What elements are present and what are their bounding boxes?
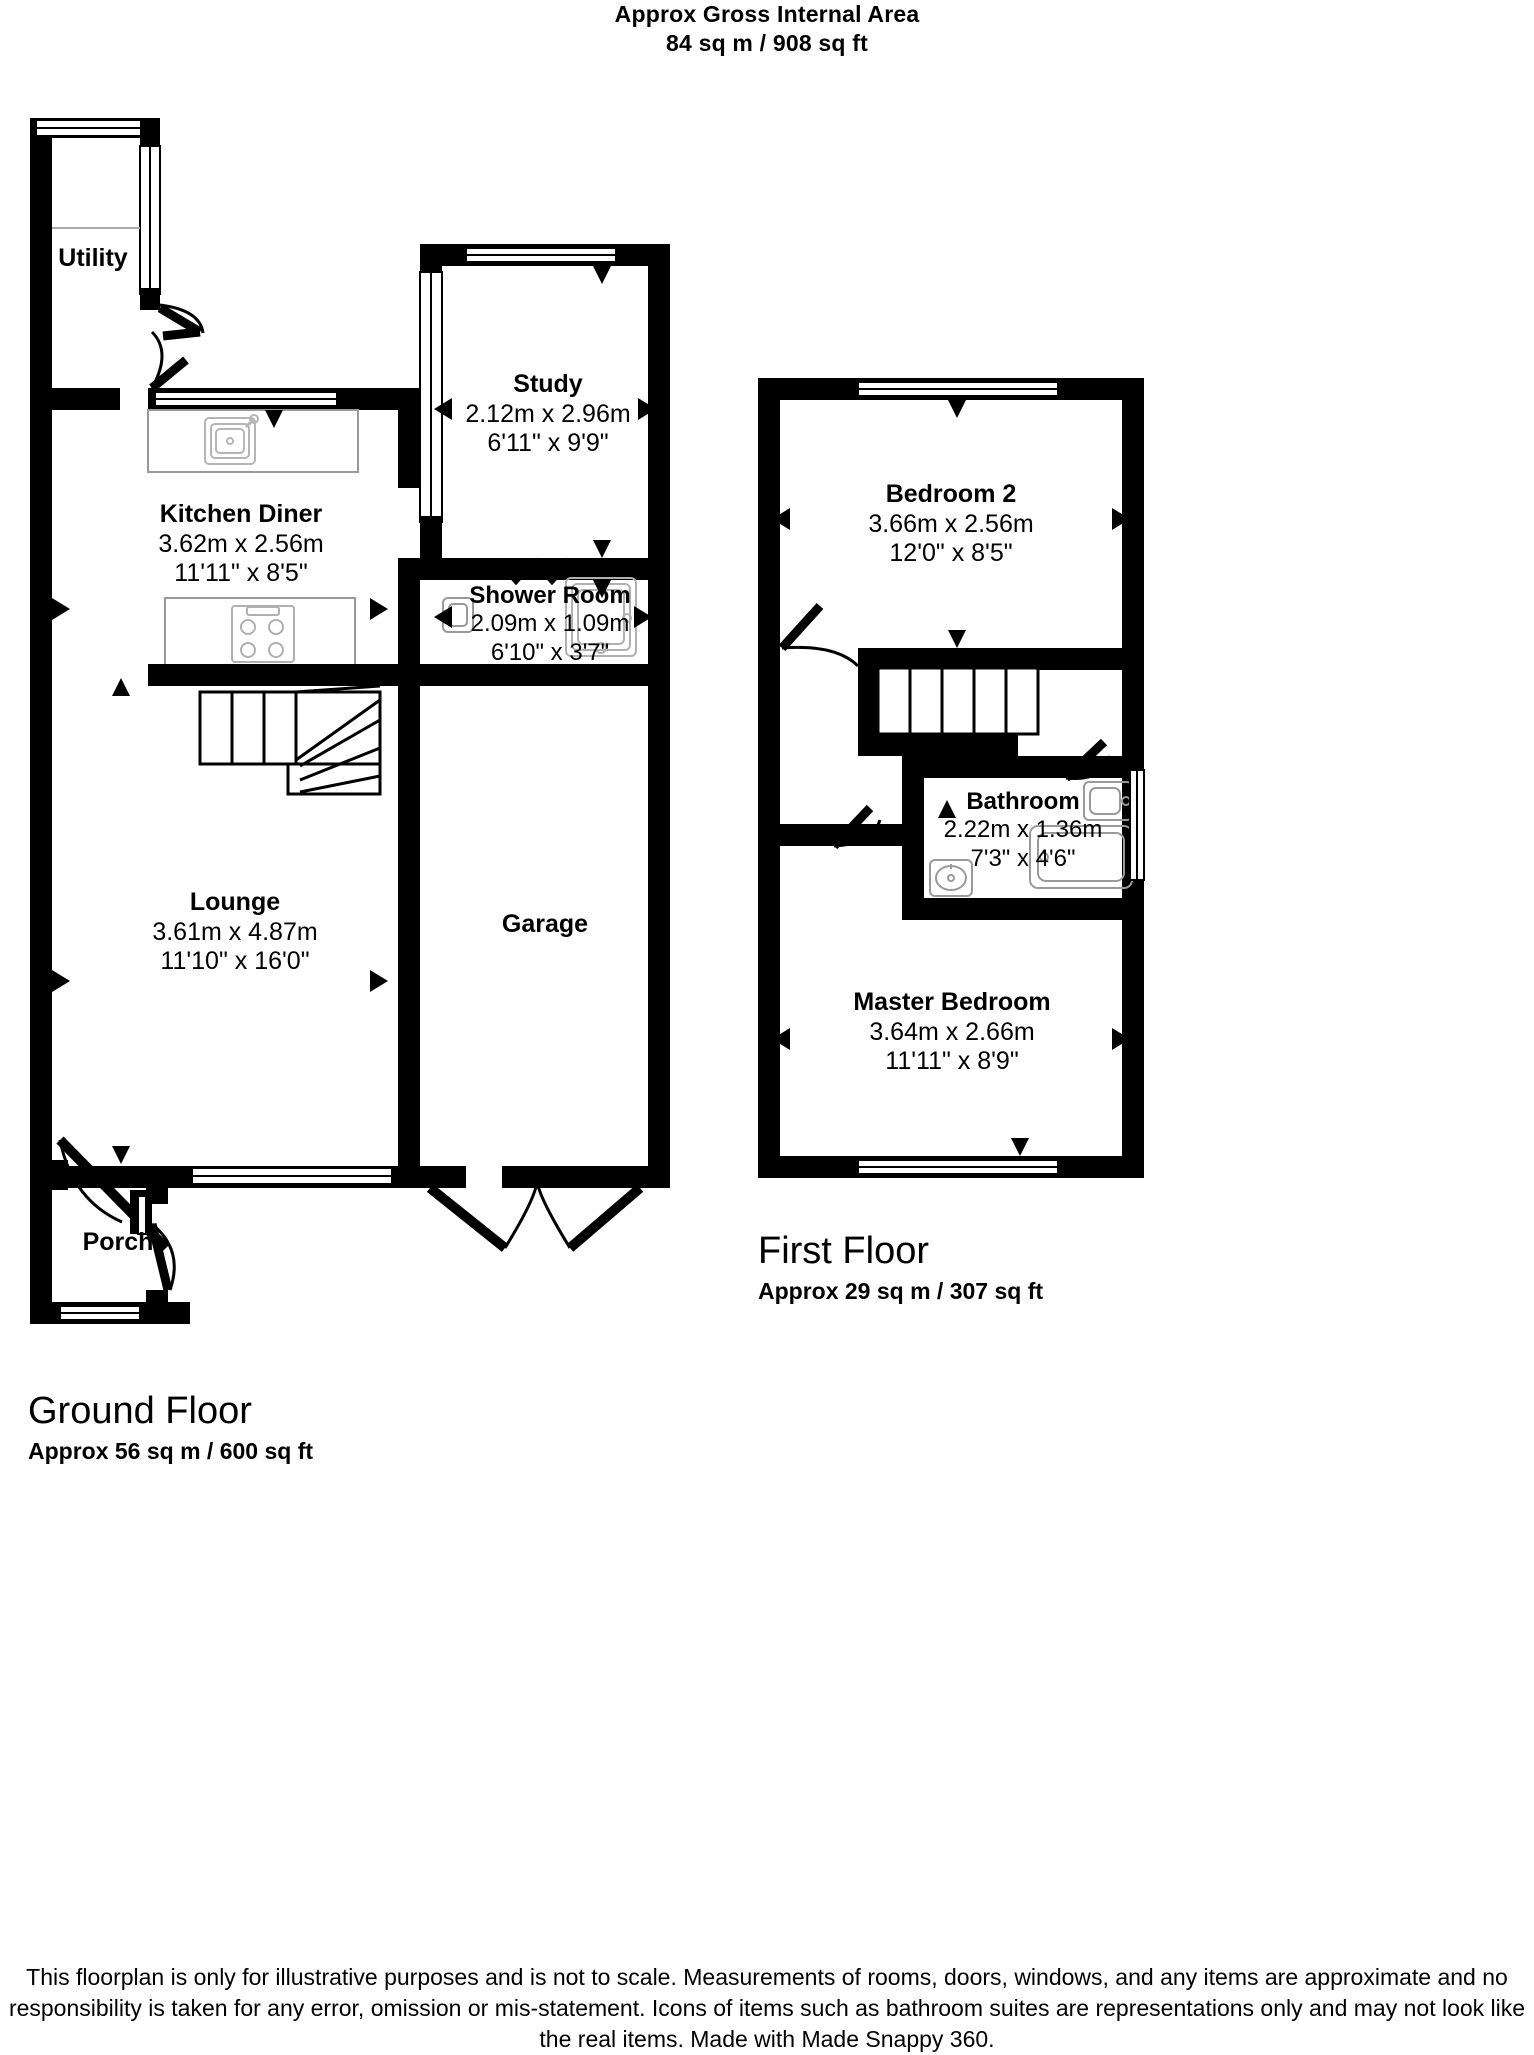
first-floor-title: First Floor [758, 1230, 929, 1272]
room-label-bedroom-2: Bedroom 2 3.66m x 2.56m 12'0" x 8'5" [810, 480, 1092, 569]
ground-floor-area: Approx 56 sq m / 600 sq ft [28, 1438, 314, 1464]
header-area: 84 sq m / 908 sq ft [666, 30, 868, 56]
room-imperial-master-bedroom: 11'11" x 8'9" [885, 1047, 1019, 1075]
room-metric-study: 2.12m x 2.96m [465, 399, 631, 428]
room-metric-master-bedroom: 3.64m x 2.66m [869, 1017, 1035, 1046]
room-metric-kitchen-diner: 3.62m x 2.56m [158, 529, 324, 558]
room-imperial-lounge: 11'10" x 16'0" [160, 947, 310, 975]
ground-stairs [198, 684, 382, 796]
room-label-kitchen-diner: Kitchen Diner 3.62m x 2.56m 11'11" x 8'5… [96, 500, 386, 589]
plan-header: Approx Gross Internal Area 84 sq m / 908… [0, 0, 1534, 58]
room-name-bathroom: Bathroom [966, 788, 1080, 815]
room-name-garage: Garage [501, 910, 589, 938]
room-label-lounge: Lounge 3.61m x 4.87m 11'10" x 16'0" [90, 888, 380, 977]
room-metric-bedroom-2: 3.66m x 2.56m [868, 509, 1034, 538]
room-label-study: Study 2.12m x 2.96m 6'11" x 9'9" [416, 370, 680, 459]
room-name-study: Study [513, 370, 583, 398]
room-imperial-study: 6'11" x 9'9" [487, 429, 609, 457]
first-floor-group [758, 378, 1145, 1178]
room-label-shower-room: Shower Room 2.09m x 1.09m 6'10" x 3'7" [420, 582, 680, 667]
room-imperial-bedroom-2: 12'0" x 8'5" [889, 539, 1013, 567]
room-name-porch: Porch [82, 1228, 154, 1256]
room-label-porch: Porch [0, 1228, 236, 1258]
room-imperial-kitchen-diner: 11'11" x 8'5" [174, 559, 308, 587]
room-imperial-bathroom: 7'3" x 4'6" [970, 844, 1076, 872]
room-imperial-shower-room: 6'10" x 3'7" [490, 638, 610, 666]
first-floor-caption: First Floor Approx 29 sq m / 307 sq ft [758, 1228, 1043, 1308]
first-floor-area: Approx 29 sq m / 307 sq ft [758, 1278, 1044, 1304]
header-title: Approx Gross Internal Area [614, 1, 920, 27]
ground-floor-group [30, 118, 670, 1324]
room-label-bathroom: Bathroom 2.22m x 1.36m 7'3" x 4'6" [902, 788, 1144, 873]
room-name-kitchen-diner: Kitchen Diner [159, 500, 323, 528]
ground-floor-title: Ground Floor [28, 1390, 252, 1432]
disclaimer-text: This floorplan is only for illustrative … [8, 1964, 1526, 2052]
sink-icon [204, 414, 259, 465]
room-name-bedroom-2: Bedroom 2 [885, 480, 1017, 508]
room-label-garage: Garage [420, 910, 670, 940]
ground-floor-caption: Ground Floor Approx 56 sq m / 600 sq ft [28, 1388, 313, 1468]
first-floor-stairs [876, 666, 1040, 736]
room-label-utility: Utility [0, 244, 186, 274]
room-name-lounge: Lounge [189, 888, 281, 916]
hob-icon [231, 605, 295, 663]
room-label-master-bedroom: Master Bedroom 3.64m x 2.66m 11'11" x 8'… [800, 988, 1104, 1077]
basin-icon [929, 859, 973, 897]
room-name-master-bedroom: Master Bedroom [853, 988, 1051, 1016]
room-metric-bathroom: 2.22m x 1.36m [943, 816, 1103, 844]
room-name-utility: Utility [58, 244, 128, 272]
room-metric-shower-room: 2.09m x 1.09m [470, 610, 630, 638]
room-name-shower-room: Shower Room [469, 582, 631, 609]
room-metric-lounge: 3.61m x 4.87m [152, 917, 318, 946]
